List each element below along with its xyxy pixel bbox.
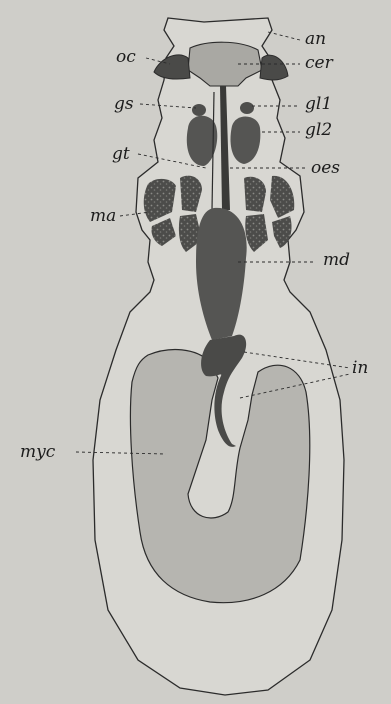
label-md: md	[323, 252, 350, 269]
label-an: an	[305, 31, 326, 48]
label-cer: cer	[305, 55, 333, 72]
salivary-gland-small-right	[240, 102, 254, 114]
label-gl1: gl1	[305, 96, 332, 113]
label-gt: gt	[112, 146, 130, 163]
salivary-gland-small-left	[192, 104, 206, 116]
label-myc: myc	[20, 444, 55, 461]
label-gl2: gl2	[305, 122, 332, 139]
label-oes: oes	[311, 160, 340, 177]
label-oc: oc	[116, 49, 136, 66]
label-ma: ma	[90, 208, 116, 225]
label-gs: gs	[114, 96, 134, 113]
label-in: in	[352, 360, 368, 377]
